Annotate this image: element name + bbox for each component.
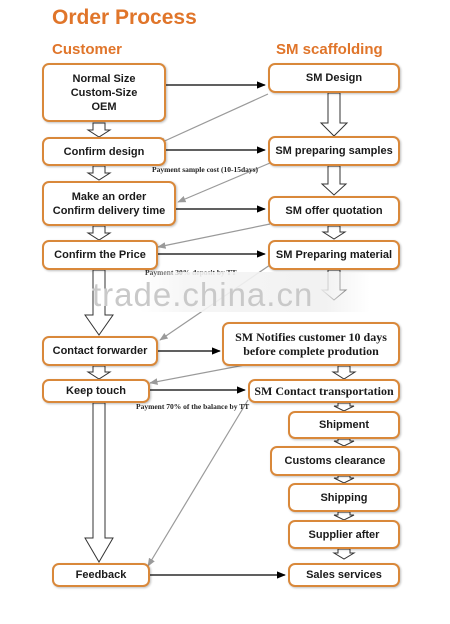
sample-cost-note: Payment sample cost (10-15days) (152, 165, 259, 174)
sm-quotation-box: SM offer quotation (268, 196, 400, 226)
size-options-box: Normal Size Custom-Size OEM (42, 63, 166, 122)
customer-column-heading: Customer (52, 41, 123, 58)
shipment-box: Shipment (288, 411, 400, 439)
watermark-band (140, 272, 370, 312)
horizontal-arrows (150, 81, 286, 579)
customs-clearance-box: Customs clearance (270, 446, 400, 476)
feedback-box: Feedback (52, 563, 150, 587)
sm-notifies-box: SM Notifies customer 10 days before comp… (222, 322, 400, 366)
sm-design-box: SM Design (268, 63, 400, 93)
watermark-text: trade.china.cn (92, 276, 314, 313)
customer-flow-arrows (84, 122, 114, 563)
confirm-design-box: Confirm design (42, 137, 166, 166)
contact-forwarder-box: Contact forwarder (42, 336, 158, 366)
sales-services-box: Sales services (288, 563, 400, 587)
sm-material-box: SM Preparing material (268, 240, 400, 270)
supplier-after-box: Supplier after (288, 520, 400, 549)
sm-transport-box: SM Contact transportation (248, 379, 400, 403)
confirm-price-box: Confirm the Price (42, 240, 158, 270)
shipping-box: Shipping (288, 483, 400, 512)
balance-note: Payment 70% of the balance by TT (136, 402, 250, 411)
sm-samples-box: SM preparing samples (268, 136, 400, 166)
page-title: Order Process (52, 6, 197, 29)
make-order-box: Make an order Confirm delivery time (42, 181, 176, 226)
keep-touch-box: Keep touch (42, 379, 150, 403)
sm-column-heading: SM scaffolding (276, 41, 383, 58)
